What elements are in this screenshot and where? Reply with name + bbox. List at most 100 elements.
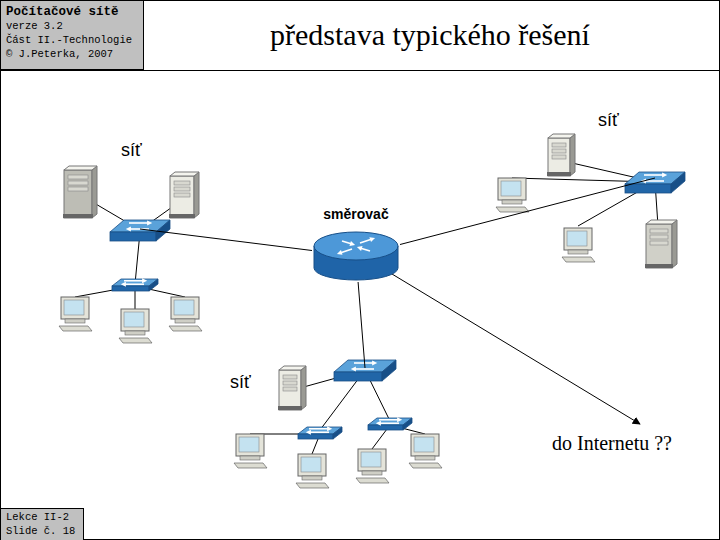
server-case bbox=[64, 170, 92, 218]
drive-bay bbox=[68, 181, 88, 185]
arrow-head bbox=[397, 417, 402, 422]
pc-base bbox=[65, 319, 85, 323]
cloud-lobe bbox=[506, 219, 616, 304]
cloud-lobe bbox=[376, 344, 535, 424]
network-label: síť bbox=[230, 372, 251, 394]
screen bbox=[124, 312, 144, 327]
network-link bbox=[400, 178, 655, 245]
info-line: Slide č. 18 bbox=[6, 525, 78, 539]
cloud-shape bbox=[25, 130, 250, 375]
keyboard bbox=[356, 478, 389, 483]
pc-base bbox=[240, 456, 260, 460]
pc-icon bbox=[59, 297, 92, 331]
server-base bbox=[645, 264, 673, 268]
switch-front bbox=[112, 286, 149, 291]
server-top bbox=[64, 166, 97, 170]
monitor bbox=[298, 454, 326, 476]
drive-bay bbox=[650, 229, 668, 233]
screen bbox=[501, 181, 521, 196]
router-shape bbox=[312, 230, 400, 282]
monitor bbox=[236, 434, 264, 456]
server-icon bbox=[63, 166, 97, 218]
arrow-head bbox=[126, 226, 131, 231]
pc-base bbox=[502, 200, 522, 204]
server-icon bbox=[169, 172, 199, 218]
network-cloud: síť bbox=[478, 92, 708, 304]
callout-text: do Internetu ?? bbox=[552, 432, 672, 455]
drive-bay bbox=[68, 187, 88, 191]
server-top bbox=[548, 134, 575, 138]
network-label: síť bbox=[598, 110, 619, 132]
drive-bay bbox=[68, 175, 88, 179]
info-line: verze 3.2 bbox=[6, 20, 138, 34]
switch-icon bbox=[298, 426, 342, 439]
pc-icon bbox=[119, 309, 152, 343]
cloud-lobe bbox=[25, 213, 115, 321]
lan-cables bbox=[75, 160, 658, 454]
pc-icon bbox=[496, 178, 529, 212]
switch-front bbox=[368, 425, 403, 430]
drive-bay bbox=[552, 143, 566, 147]
server-case bbox=[646, 224, 672, 268]
cloud-lobe bbox=[340, 448, 514, 528]
pc-icon bbox=[296, 454, 329, 488]
arrow-head bbox=[351, 366, 356, 371]
switch-icon bbox=[625, 172, 685, 193]
info-line: © J.Peterka, 2007 bbox=[6, 48, 138, 62]
drive-bay bbox=[283, 375, 297, 379]
switch-side bbox=[156, 220, 170, 241]
cloud-lobe bbox=[575, 219, 685, 304]
arrow-head bbox=[357, 246, 363, 251]
slide-title: představa typického řešení bbox=[240, 18, 620, 52]
arrow-stroke bbox=[309, 431, 329, 433]
keyboard bbox=[296, 483, 329, 488]
server-base bbox=[169, 214, 195, 218]
network-label: síť bbox=[121, 140, 142, 162]
cloud-lobe bbox=[616, 162, 708, 255]
server-base bbox=[547, 172, 571, 176]
arrow-head bbox=[147, 220, 152, 225]
cloud-lobe bbox=[490, 109, 591, 194]
monitor bbox=[411, 434, 439, 456]
server-top bbox=[646, 220, 677, 224]
device-label: směrovač bbox=[323, 206, 388, 223]
switch-side bbox=[149, 279, 158, 291]
drive-bay bbox=[552, 149, 566, 153]
cloud-lobe bbox=[231, 448, 405, 528]
server-side bbox=[194, 172, 199, 218]
cloud-lobe bbox=[160, 211, 250, 319]
arrow-stroke bbox=[379, 422, 399, 424]
screen bbox=[174, 300, 194, 315]
switch-icon bbox=[368, 417, 412, 430]
drive-bay bbox=[552, 155, 566, 159]
info-line: Počítačové sítě bbox=[6, 4, 138, 20]
drive-bay bbox=[650, 235, 668, 239]
arrow-stroke bbox=[124, 283, 144, 285]
pc-base bbox=[125, 331, 145, 335]
cloud-lobe bbox=[598, 109, 699, 194]
monitor bbox=[358, 449, 386, 471]
pc-base bbox=[415, 456, 435, 460]
drive-bay bbox=[283, 381, 297, 385]
arrow-stroke bbox=[354, 368, 374, 370]
cloud-lobe bbox=[52, 277, 160, 375]
switch-front bbox=[110, 232, 156, 241]
server-icon bbox=[645, 220, 677, 268]
server-case bbox=[279, 370, 301, 410]
server-side bbox=[92, 166, 97, 218]
arrow-stroke bbox=[379, 419, 399, 421]
cloud-lobe bbox=[282, 328, 456, 408]
cloud-lobe bbox=[206, 344, 365, 424]
cloud-lobe bbox=[84, 130, 192, 228]
pc-icon bbox=[169, 297, 202, 331]
server-base bbox=[63, 214, 93, 218]
keyboard bbox=[562, 257, 595, 262]
switch-side bbox=[382, 360, 396, 381]
server-top bbox=[279, 366, 306, 370]
screen bbox=[64, 300, 84, 315]
switch-side bbox=[671, 172, 685, 193]
pc-icon bbox=[409, 434, 442, 468]
arrow-head bbox=[337, 250, 343, 255]
server-side bbox=[672, 220, 677, 268]
pc-icon bbox=[234, 434, 267, 468]
